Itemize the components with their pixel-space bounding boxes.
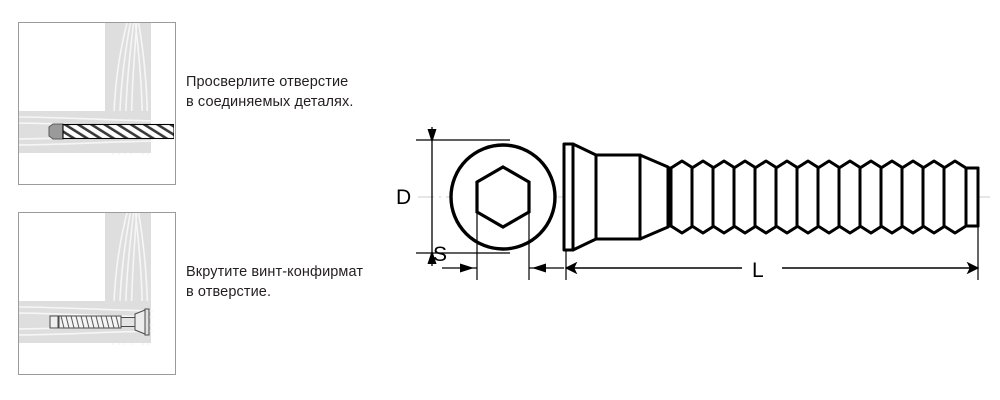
dimension-label-D: D — [396, 186, 411, 209]
drill-into-joined-parts-illustration — [18, 22, 176, 185]
step-screw-caption: Вкрутите винт-конфирмат в отверстие. — [186, 262, 396, 302]
screw-thread — [58, 315, 122, 329]
step-drill-caption: Просверлите отверстие в соединяемых дета… — [186, 72, 396, 112]
screw-head-flange — [144, 308, 150, 336]
screw-side-view — [562, 142, 980, 252]
dimension-D: D — [396, 127, 510, 266]
confirmat-screw-dimensioned-drawing: D S — [390, 105, 1000, 290]
shank-taper — [638, 153, 670, 241]
technical-drawing-svg: D S — [396, 127, 990, 282]
hex-socket — [475, 165, 531, 229]
dimension-label-S: S — [433, 243, 447, 266]
countersunk-head — [571, 142, 598, 252]
screw-into-hole-illustration — [18, 212, 176, 375]
confirmat-screw — [49, 308, 150, 336]
screw-thread — [669, 159, 968, 235]
caption-line: в отверстие. — [186, 284, 272, 300]
dimension-L: L — [564, 226, 980, 282]
s-arrow-right — [532, 263, 546, 273]
shank-cylinder — [594, 153, 642, 241]
s-arrow-left — [460, 263, 474, 273]
step-drill: Просверлите отверстие в соединяемых дета… — [0, 12, 400, 202]
dimension-label-L: L — [752, 259, 764, 282]
caption-line: в соединяемых деталях. — [186, 94, 354, 110]
dimension-S: S — [433, 212, 564, 280]
step-screw: Вкрутите винт-конфирмат в отверстие. — [0, 202, 400, 392]
drill-figure-svg — [19, 23, 174, 156]
d-arrow-top — [427, 129, 437, 143]
d-arrow-bottom — [427, 250, 437, 264]
screw-figure-svg — [19, 213, 154, 346]
screw-shank — [120, 317, 136, 327]
screw-head-taper — [134, 309, 146, 335]
caption-line: Просверлите отверстие — [186, 74, 349, 90]
head-end-view — [449, 143, 557, 251]
caption-line: Вкрутите винт-конфирмат — [186, 264, 364, 280]
blunt-tip — [964, 166, 980, 228]
drill-bit — [48, 123, 174, 140]
